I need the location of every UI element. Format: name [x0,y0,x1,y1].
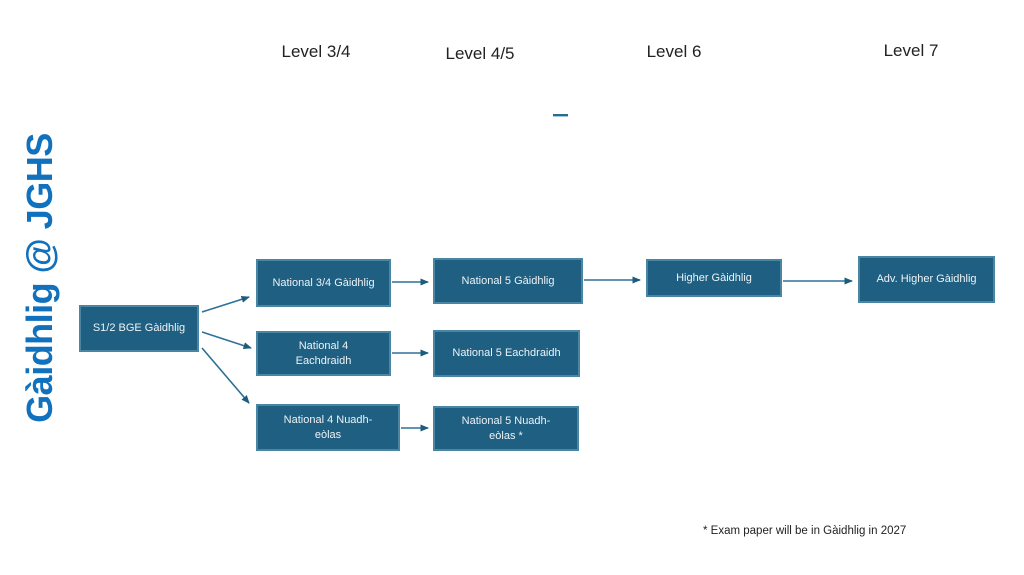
arrow-s12-to-national34-gaidhlig [201,295,250,313]
node-national-5-gaidhlig: National 5 Gàidhlig [433,258,583,304]
node-higher-gaidhlig: Higher Gàidhlig [646,259,782,297]
exam-footnote: * Exam paper will be in Gàidhlig in 2027 [703,525,907,537]
slide-title: Gàidhlig @ JGHS [19,133,60,423]
node-label-line: National 4 [298,340,349,353]
column-header-level-6: Level 6 [646,42,702,61]
node-adv-higher-gaidhlig: Adv. Higher Gàidhlig [858,256,995,303]
dash-mark [553,114,568,117]
node-label-line: Adv. Higher Gàidhlig [876,273,977,286]
node-label-line: Eachdraidh [295,354,352,367]
node-national-5-eachdraidh: National 5 Eachdraidh [433,330,580,377]
node-label-line: National 5 Nuadh- [461,415,551,428]
arrow-s12-to-national4-nuadheolas [201,347,250,404]
column-header-level-3-4: Level 3/4 [281,42,351,61]
node-label-line: eòlas * [489,429,523,442]
column-header-level-4-5: Level 4/5 [445,44,515,63]
node-national-5-nuadheolas: National 5 Nuadh- eòlas * [433,406,579,451]
arrow-s12-to-national4-eachdraidh [201,331,252,349]
node-national-34-gaidhlig: National 3/4 Gàidhlig [256,259,391,307]
column-header-level-7: Level 7 [883,41,939,60]
node-national-4-nuadheolas: National 4 Nuadh- eòlas [256,404,400,451]
node-label-line: National 3/4 Gàidhlig [272,276,375,289]
node-national-4-eachdraidh: National 4 Eachdraidh [256,331,391,376]
node-label-line: Higher Gàidhlig [676,271,752,284]
node-label-line: S1/2 BGE Gàidhlig [92,322,186,335]
node-label-line: National 4 Nuadh- [283,414,373,427]
node-label-line: National 5 Gàidhlig [461,274,555,287]
node-label-line: eòlas [314,428,342,441]
node-label-line: National 5 Eachdraidh [452,347,561,360]
node-s12-bge-gaidhlig: S1/2 BGE Gàidhlig [79,305,199,352]
